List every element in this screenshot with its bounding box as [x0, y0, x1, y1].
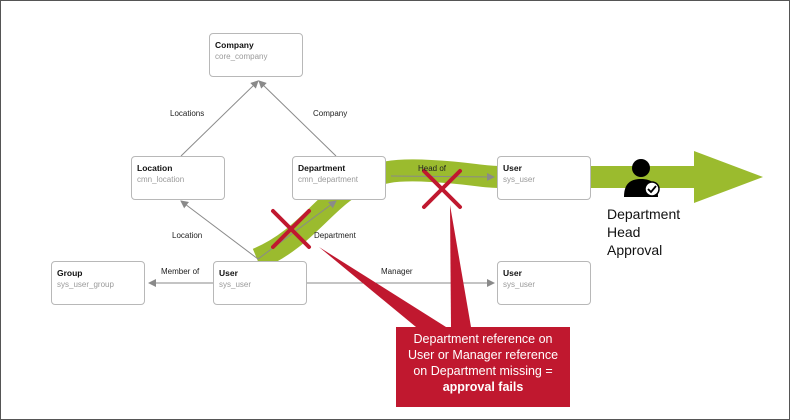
edge-label-company: Company — [313, 109, 348, 118]
user-manager-node: User sys_user — [497, 261, 591, 305]
node-table-name: cmn_department — [298, 175, 359, 184]
edge-department-company — [258, 80, 337, 157]
node-table-name: sys_user — [219, 280, 252, 289]
callout-line: Department reference on — [413, 332, 553, 346]
node-table-name: sys_user — [503, 175, 536, 184]
node-title: Company — [215, 40, 254, 50]
node-title: User — [503, 268, 522, 278]
node-table-name: sys_user_group — [57, 280, 114, 289]
user-main-node: User sys_user — [213, 261, 307, 305]
edge-department-user — [390, 172, 495, 181]
edge-label-locations: Locations — [170, 109, 205, 118]
edge-label-manager: Manager — [381, 267, 413, 276]
edge-label-department: Department — [314, 231, 356, 240]
node-title: Group — [57, 268, 83, 278]
callout-line: approval fails — [442, 380, 524, 394]
error-callout: Department reference on User or Manager … — [396, 327, 570, 407]
department-node: Department cmn_department — [292, 156, 386, 200]
node-title: Location — [137, 163, 173, 173]
person-check-icon — [624, 159, 660, 197]
edge-label-head-of: Head of — [418, 164, 447, 173]
group-node: Group sys_user_group — [51, 261, 145, 305]
callout-line: on Department missing = — [413, 364, 553, 378]
edge-label-member-of: Member of — [161, 267, 200, 276]
node-title: User — [219, 268, 238, 278]
edge-user-department — [257, 200, 337, 260]
user-head-node: User sys_user — [497, 156, 591, 200]
approval-line: Approval — [607, 242, 663, 258]
node-title: User — [503, 163, 522, 173]
company-node: Company core_company — [209, 33, 303, 77]
node-table-name: core_company — [215, 52, 268, 61]
node-title: Department — [298, 163, 346, 173]
approval-label: Department Head Approval — [607, 205, 680, 259]
callout-pointer — [450, 205, 471, 327]
callout-pointer — [319, 247, 446, 327]
node-table-name: sys_user — [503, 280, 536, 289]
edge-label-location: Location — [172, 231, 203, 240]
location-node: Location cmn_location — [131, 156, 225, 200]
edge-location-company — [180, 80, 259, 157]
x-mark-icon — [271, 209, 311, 249]
approval-line: Department — [607, 206, 681, 222]
callout-line: User or Manager reference — [407, 348, 559, 362]
node-table-name: cmn_location — [137, 175, 185, 184]
edge-user-location — [180, 200, 259, 260]
x-mark-icon — [422, 169, 462, 209]
approval-line: Head — [607, 224, 641, 240]
